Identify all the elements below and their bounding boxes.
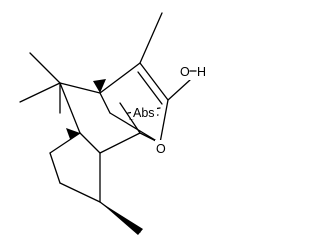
bond-c4-c5-double-outer <box>139 62 169 101</box>
bond-c8-methyl-upper <box>29 52 61 84</box>
hydroxyl-oxygen-label: O <box>180 65 190 79</box>
hydroxyl-hydrogen-label: H <box>197 65 206 79</box>
bond-c5-c6 <box>159 99 169 144</box>
carbonyl-oxygen-label: O <box>156 142 166 156</box>
bond-c3-c8 <box>59 82 101 94</box>
bond-bridge-c6 <box>109 112 161 144</box>
bond-c1-c2 <box>79 132 101 154</box>
bond-c10-c11 <box>59 182 101 203</box>
bond-c8-c1 <box>59 82 81 134</box>
wedge-c3a-methyl <box>100 202 143 235</box>
bond-c9-c10 <box>49 152 61 184</box>
abs-label-bg <box>131 104 157 119</box>
molecule-structure: O H Abs O <box>19 12 208 235</box>
bond-c5-oh <box>167 79 191 101</box>
wedge-c3-h <box>93 79 106 93</box>
bond-c3-bridge <box>99 92 111 114</box>
wedge-c1-h <box>66 128 80 139</box>
bond-c6-ring <box>119 102 141 134</box>
abs-stereo-label: Abs <box>133 106 155 120</box>
bond-c1-c9 <box>49 132 81 154</box>
bond-c2-c6 <box>99 132 141 154</box>
carbonyl-label-bg <box>155 140 169 156</box>
bond-c4-c5-double-inner <box>137 71 163 105</box>
bond-c3-c4 <box>99 62 141 94</box>
bond-c4-methyl <box>139 12 163 64</box>
bond-c8-methyl-lower <box>19 82 61 103</box>
